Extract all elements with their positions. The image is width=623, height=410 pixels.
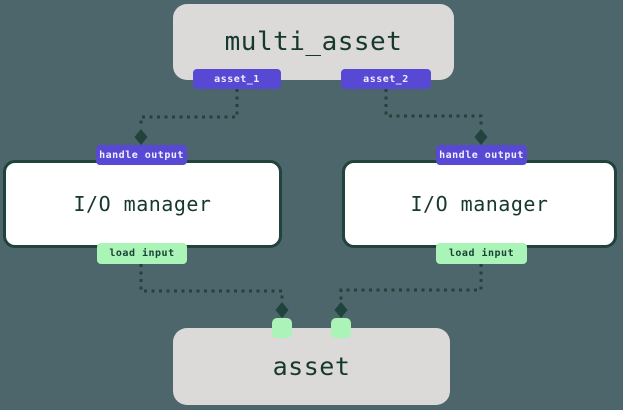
handle-output-badge-right: handle output [436, 145, 527, 165]
load-input-badge-left-label: load input [109, 248, 175, 259]
io-manager-left-label: I/O manager [73, 192, 212, 216]
handle-output-badge-left-label: handle output [99, 149, 184, 161]
wire-right-io-to-asset [339, 264, 483, 301]
output-badge-asset-1: asset_1 [193, 69, 281, 89]
wire-asset1-to-left-io [139, 89, 239, 128]
handle-output-badge-right-label: handle output [439, 149, 524, 161]
output-badge-asset-2: asset_2 [341, 69, 431, 89]
io-manager-right-label: I/O manager [410, 192, 549, 216]
wire-asset2-to-right-io [384, 89, 483, 128]
output-badge-asset-2-label: asset_2 [363, 73, 409, 85]
multi-asset-label: multi_asset [224, 27, 403, 57]
load-input-badge-left: load input [97, 243, 187, 264]
arrowhead-diamond-asset-left [275, 302, 289, 318]
handle-output-badge-left: handle output [96, 145, 187, 165]
load-input-badge-right: load input [436, 243, 527, 264]
arrowhead-diamond-asset-right [334, 302, 348, 318]
io-manager-node-right: I/O manager [342, 160, 617, 248]
asset-node-label: asset [272, 352, 351, 381]
multi-asset-node: multi_asset [173, 4, 454, 80]
asset-node: asset [173, 328, 450, 405]
wire-left-io-to-asset [139, 264, 284, 301]
io-manager-node-left: I/O manager [3, 160, 282, 248]
arrowhead-diamond-left-io [134, 129, 148, 145]
asset-input-port-left [272, 318, 292, 338]
output-badge-asset-1-label: asset_1 [214, 73, 260, 85]
load-input-badge-right-label: load input [448, 248, 515, 259]
arrowhead-diamond-right-io [474, 129, 488, 145]
asset-input-port-right [331, 318, 351, 338]
